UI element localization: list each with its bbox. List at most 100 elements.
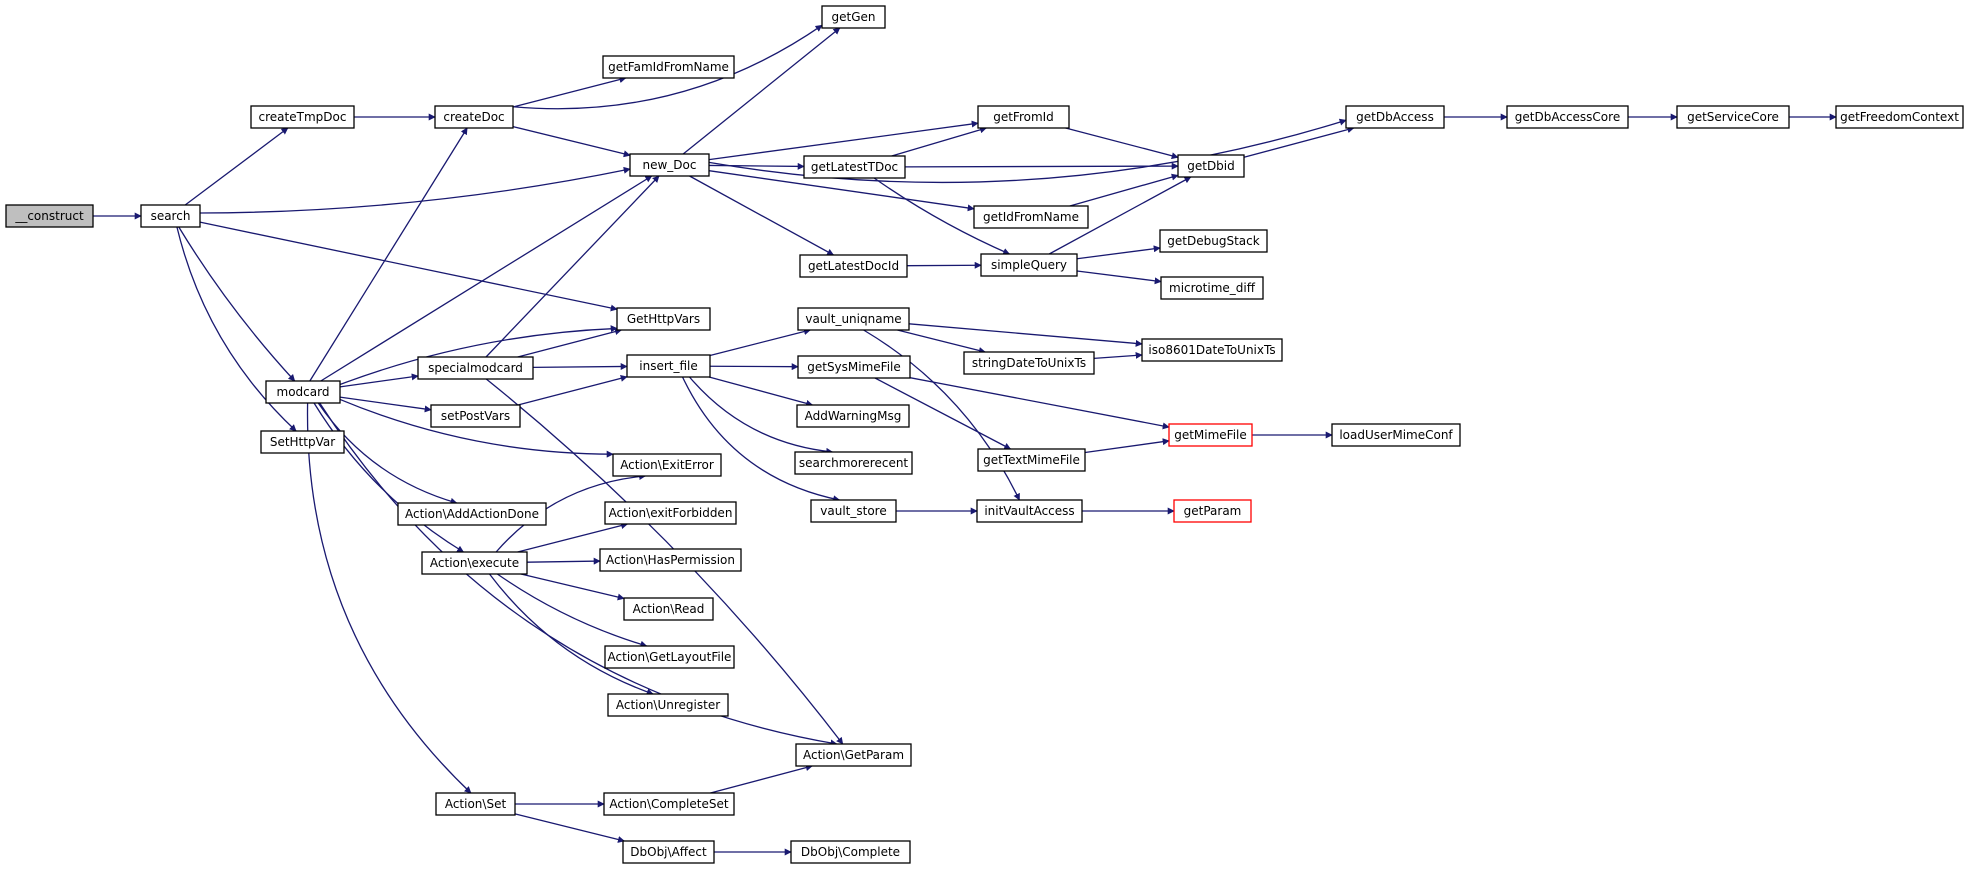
function-node-GetParam[interactable]: Action\GetParam: [795, 743, 912, 767]
function-node-box[interactable]: [1168, 423, 1253, 447]
function-node-box[interactable]: [622, 840, 715, 864]
function-node-createDoc[interactable]: createDoc: [434, 105, 514, 129]
function-node-box[interactable]: [616, 307, 711, 331]
function-node-iso8601DateToUnixTs[interactable]: iso8601DateToUnixTs: [1141, 338, 1283, 362]
function-node-box[interactable]: [977, 105, 1070, 129]
function-node-box[interactable]: [790, 840, 911, 864]
function-node-construct[interactable]: __construct: [5, 204, 94, 228]
function-node-simpleQuery[interactable]: simpleQuery: [980, 253, 1078, 277]
function-node-vault_uniqname[interactable]: vault_uniqname: [797, 307, 910, 331]
function-node-box[interactable]: [1173, 499, 1252, 523]
function-node-box[interactable]: [799, 254, 908, 278]
function-node-box[interactable]: [803, 155, 906, 179]
function-node-box[interactable]: [604, 645, 735, 669]
function-node-GetHttpVars[interactable]: GetHttpVars: [616, 307, 711, 331]
function-node-box[interactable]: [626, 354, 711, 378]
function-node-box[interactable]: [250, 105, 355, 129]
function-node-search[interactable]: search: [140, 204, 201, 228]
function-node-box[interactable]: [797, 355, 911, 379]
function-node-box[interactable]: [265, 380, 341, 404]
function-node-box[interactable]: [1141, 338, 1283, 362]
function-node-box[interactable]: [629, 153, 710, 177]
function-node-execute[interactable]: Action\execute: [421, 551, 528, 575]
function-node-getDbAccessCore[interactable]: getDbAccessCore: [1506, 105, 1629, 129]
function-node-box[interactable]: [821, 5, 886, 29]
function-node-getTextMimeFile[interactable]: getTextMimeFile: [977, 448, 1086, 472]
function-node-GetLayoutFile[interactable]: Action\GetLayoutFile: [604, 645, 735, 669]
function-node-getServiceCore[interactable]: getServiceCore: [1676, 105, 1790, 129]
function-node-box[interactable]: [623, 597, 714, 621]
function-node-box[interactable]: [397, 502, 547, 526]
function-node-box[interactable]: [260, 430, 345, 454]
function-node-CompleteSet[interactable]: Action\CompleteSet: [603, 792, 735, 816]
function-node-AddActionDone[interactable]: Action\AddActionDone: [397, 502, 547, 526]
function-node-box[interactable]: [795, 743, 912, 767]
function-node-exitForbidden[interactable]: Action\exitForbidden: [604, 501, 737, 525]
function-node-box[interactable]: [1506, 105, 1629, 129]
function-node-box[interactable]: [430, 404, 521, 428]
function-node-getGen[interactable]: getGen: [821, 5, 886, 29]
function-node-modcard[interactable]: modcard: [265, 380, 341, 404]
function-node-box[interactable]: [1345, 105, 1445, 129]
function-node-HasPermission[interactable]: Action\HasPermission: [599, 548, 742, 572]
function-node-getDebugStack[interactable]: getDebugStack: [1159, 229, 1268, 253]
function-node-box[interactable]: [794, 451, 913, 475]
function-node-Complete[interactable]: DbObj\Complete: [790, 840, 911, 864]
function-node-specialmodcard[interactable]: specialmodcard: [417, 356, 534, 380]
function-node-box[interactable]: [602, 55, 735, 79]
function-node-setPostVars[interactable]: setPostVars: [430, 404, 521, 428]
function-node-box[interactable]: [1331, 423, 1461, 447]
function-node-getFreedomContext[interactable]: getFreedomContext: [1835, 105, 1964, 129]
function-node-box[interactable]: [810, 499, 897, 523]
function-node-box[interactable]: [977, 448, 1086, 472]
function-node-box[interactable]: [980, 253, 1078, 277]
function-node-box[interactable]: [435, 792, 516, 816]
function-node-box[interactable]: [434, 105, 514, 129]
function-node-box[interactable]: [1835, 105, 1964, 129]
function-node-createTmpDoc[interactable]: createTmpDoc: [250, 105, 355, 129]
function-node-insert_file[interactable]: insert_file: [626, 354, 711, 378]
function-node-box[interactable]: [1177, 154, 1245, 178]
function-node-searchmorerecent[interactable]: searchmorerecent: [794, 451, 913, 475]
function-node-box[interactable]: [603, 792, 735, 816]
function-node-box[interactable]: [599, 548, 742, 572]
function-node-box[interactable]: [963, 351, 1095, 375]
function-node-box[interactable]: [797, 307, 910, 331]
function-node-box[interactable]: [1676, 105, 1790, 129]
function-node-getDbid[interactable]: getDbid: [1177, 154, 1245, 178]
function-node-Unregister[interactable]: Action\Unregister: [607, 693, 729, 717]
function-node-AddWarningMsg[interactable]: AddWarningMsg: [796, 404, 910, 428]
function-node-initVaultAccess[interactable]: initVaultAccess: [976, 499, 1083, 523]
function-node-getParam[interactable]: getParam: [1173, 499, 1252, 523]
function-node-box[interactable]: [973, 205, 1089, 229]
function-node-box[interactable]: [417, 356, 534, 380]
function-node-Affect[interactable]: DbObj\Affect: [622, 840, 715, 864]
function-node-Set[interactable]: Action\Set: [435, 792, 516, 816]
function-node-getLatestTDoc[interactable]: getLatestTDoc: [803, 155, 906, 179]
function-node-box[interactable]: [796, 404, 910, 428]
function-node-ExitError[interactable]: Action\ExitError: [612, 453, 722, 477]
function-node-box[interactable]: [604, 501, 737, 525]
function-node-getLatestDocId[interactable]: getLatestDocId: [799, 254, 908, 278]
function-node-new_Doc[interactable]: new_Doc: [629, 153, 710, 177]
function-node-getMimeFile[interactable]: getMimeFile: [1168, 423, 1253, 447]
function-node-vault_store[interactable]: vault_store: [810, 499, 897, 523]
function-node-box[interactable]: [421, 551, 528, 575]
function-node-getFromId[interactable]: getFromId: [977, 105, 1070, 129]
function-node-box[interactable]: [140, 204, 201, 228]
function-node-box[interactable]: [1160, 276, 1264, 300]
function-node-box[interactable]: [1159, 229, 1268, 253]
function-node-box[interactable]: [612, 453, 722, 477]
function-node-box[interactable]: [607, 693, 729, 717]
function-node-getIdFromName[interactable]: getIdFromName: [973, 205, 1089, 229]
function-node-loadUserMimeConf[interactable]: loadUserMimeConf: [1331, 423, 1461, 447]
function-node-getFamIdFromName[interactable]: getFamIdFromName: [602, 55, 735, 79]
function-node-box[interactable]: [5, 204, 94, 228]
function-node-box[interactable]: [976, 499, 1083, 523]
function-node-SetHttpVar[interactable]: SetHttpVar: [260, 430, 345, 454]
function-node-stringDateToUnixTs[interactable]: stringDateToUnixTs: [963, 351, 1095, 375]
function-node-microtime_diff[interactable]: microtime_diff: [1160, 276, 1264, 300]
function-node-getSysMimeFile[interactable]: getSysMimeFile: [797, 355, 911, 379]
function-node-getDbAccess[interactable]: getDbAccess: [1345, 105, 1445, 129]
function-node-Read[interactable]: Action\Read: [623, 597, 714, 621]
